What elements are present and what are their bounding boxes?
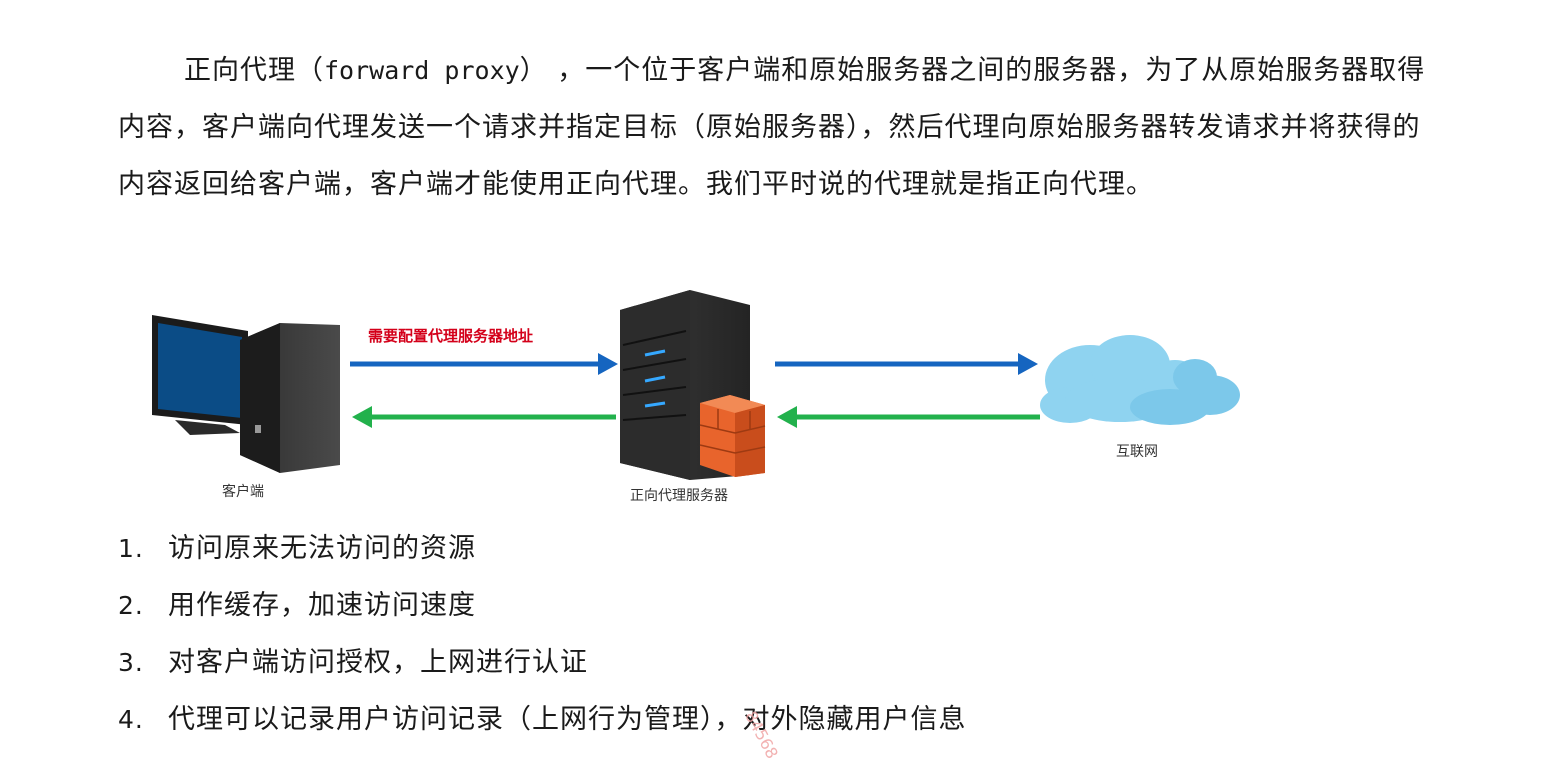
- intro-paragraph: 正向代理（forward proxy） ，一个位于客户端和原始服务器之间的服务器…: [118, 42, 1438, 213]
- client-label: 客户端: [222, 484, 264, 500]
- list-item: 4.代理可以记录用户访问记录（上网行为管理），对外隐藏用户信息: [118, 704, 967, 735]
- proxy-label: 正向代理服务器: [630, 488, 728, 504]
- client-computer-icon: [152, 315, 340, 473]
- paragraph-text-2: ） ，一个位于客户端和原始服务器之间的服务器，为了从原始服务器取得内容，客户端向…: [118, 55, 1426, 200]
- paragraph-text-1: 正向代理（: [184, 55, 324, 86]
- paragraph-term: forward proxy: [324, 56, 520, 85]
- internet-label: 互联网: [1116, 444, 1158, 460]
- internet-cloud-icon: [1040, 335, 1240, 425]
- proxy-server-icon: [620, 290, 750, 480]
- list-item: 3.对客户端访问授权，上网进行认证: [118, 647, 588, 678]
- request-arrow: [350, 353, 618, 375]
- forward-arrow: [775, 353, 1038, 375]
- return-arrow: [777, 406, 1040, 428]
- list-item: 2.用作缓存，加速访问速度: [118, 590, 476, 621]
- forward-proxy-diagram: 需要配置代理服务器地址 客户端 正向代理服务器 互联网: [130, 285, 1260, 514]
- response-arrow: [352, 406, 616, 428]
- list-item: 1.访问原来无法访问的资源: [118, 533, 476, 564]
- feature-list: 1.访问原来无法访问的资源 2.用作缓存，加速访问速度 3.对客户端访问授权，上…: [118, 520, 967, 748]
- firewall-icon: [699, 395, 766, 477]
- diagram-graphic: [152, 290, 1240, 480]
- config-note-label: 需要配置代理服务器地址: [368, 327, 534, 345]
